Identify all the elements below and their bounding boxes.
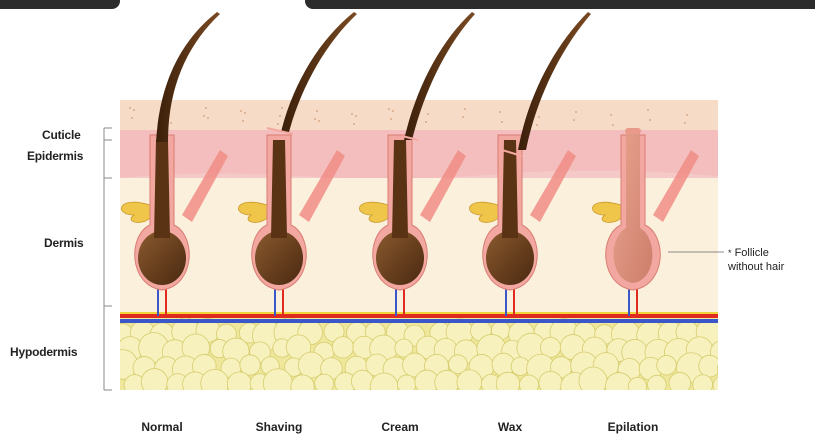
method-label-epilation: Epilation [608, 420, 659, 434]
fat-cell [435, 370, 459, 394]
cuticle-dot [390, 118, 392, 120]
cuticle-dot [318, 120, 320, 122]
method-label-normal: Normal [141, 420, 182, 434]
cuticle-dot [649, 119, 651, 121]
cuticle-dot [203, 115, 205, 117]
fat-cell [332, 337, 353, 358]
fat-cell [657, 355, 677, 375]
cuticle-dot [573, 119, 575, 121]
fat-cell [647, 375, 666, 394]
cuticle-dot [610, 114, 612, 116]
fat-cell [669, 372, 691, 394]
layer-bracket [104, 128, 112, 390]
cuticle-dot [205, 107, 207, 109]
cuticle-dot [281, 107, 283, 109]
cuticle-dot [133, 109, 135, 111]
cuticle-dot [279, 115, 281, 117]
hair-root [392, 140, 408, 238]
fat-cell [539, 371, 562, 394]
cuticle-dot [499, 111, 501, 113]
cuticle-dot [392, 110, 394, 112]
fat-cell [397, 375, 416, 394]
method-label-shaving: Shaving [256, 420, 303, 434]
cuticle-dot [536, 124, 538, 126]
cuticle-dot [686, 114, 688, 116]
label-hypodermis: Hypodermis [10, 345, 77, 359]
cuticle-dot [207, 117, 209, 119]
cuticle-dot [612, 124, 614, 126]
vein-line [120, 319, 718, 323]
fat-cell [579, 367, 607, 395]
hair-root [271, 140, 287, 238]
cuticle-dot [314, 118, 316, 120]
fat-cell [693, 375, 713, 395]
method-label-wax: Wax [498, 420, 522, 434]
method-label-cream: Cream [381, 420, 418, 434]
hypodermis-fat-cells [108, 317, 759, 401]
cuticle-dot [575, 111, 577, 113]
cuticle-dot [684, 122, 686, 124]
follicle-annotation: * Follicle without hair [728, 246, 784, 274]
fat-cell [628, 377, 646, 395]
fat-cell [719, 317, 748, 346]
hair-bulb [138, 231, 186, 285]
annotation-line2: without hair [728, 261, 784, 273]
cuticle-dot [351, 113, 353, 115]
fat-cell [201, 369, 229, 397]
fat-cell [315, 374, 334, 393]
cuticle-dot [353, 123, 355, 125]
hair-bulb [376, 231, 424, 285]
cuticle-dot [242, 120, 244, 122]
fat-cell [730, 371, 752, 393]
fat-cell [291, 375, 314, 398]
label-epidermis: Epidermis [27, 149, 83, 163]
hair-bulb [255, 231, 303, 285]
cuticle-dot [538, 116, 540, 118]
fat-cell [519, 375, 538, 394]
cuticle-dot [129, 107, 131, 109]
cuticle-dot [131, 117, 133, 119]
fat-cell [298, 352, 324, 378]
label-cuticle: Cuticle [42, 128, 81, 142]
cuticle-dot [462, 116, 464, 118]
annotation-line1: Follicle [735, 247, 769, 259]
cuticle-dot [277, 123, 279, 125]
cuticle-dot [244, 112, 246, 114]
fat-cell [227, 372, 251, 396]
hair-root [154, 140, 170, 238]
cuticle-dot [427, 113, 429, 115]
follicle-opening [625, 128, 641, 134]
cuticle-dot [464, 108, 466, 110]
cuticle-dot [355, 115, 357, 117]
fat-cell [731, 337, 759, 365]
cuticle-dot [240, 110, 242, 112]
hair-bulb [486, 231, 534, 285]
fat-cell [370, 373, 398, 401]
fat-cell [141, 369, 168, 396]
cuticle-dot [501, 121, 503, 123]
label-dermis: Dermis [44, 236, 84, 250]
cuticle-dot [388, 108, 390, 110]
cuticle-dot [316, 110, 318, 112]
fat-cell [717, 357, 742, 382]
annotation-marker: * [728, 248, 732, 258]
fat-cell [713, 376, 731, 394]
cuticle-dot [425, 121, 427, 123]
fat-cell [496, 372, 520, 396]
cuticle-dot [170, 122, 172, 124]
fat-cell [457, 370, 482, 395]
cuticle-dot [647, 109, 649, 111]
fat-cell [263, 369, 292, 398]
